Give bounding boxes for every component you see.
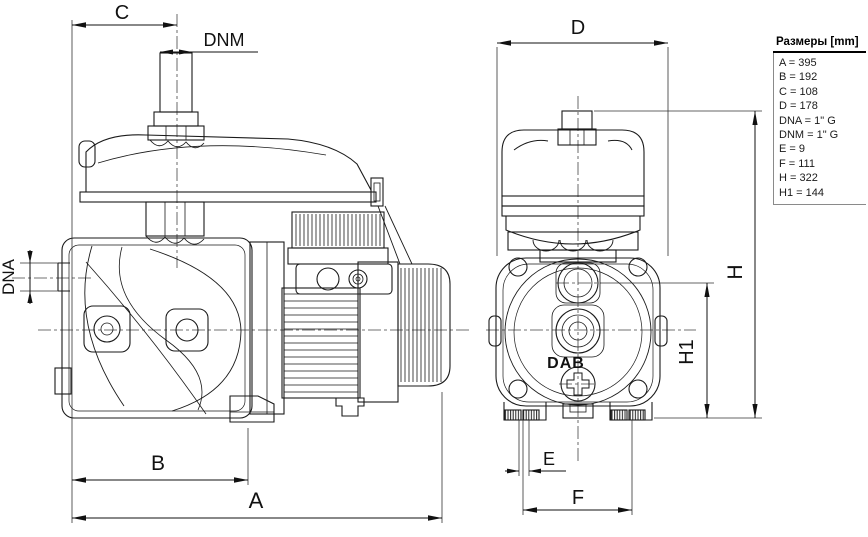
shaft-port — [555, 308, 601, 354]
corner-bolt — [508, 379, 528, 399]
dimension-row-f: F = 111 — [779, 157, 815, 170]
top-cover — [78, 134, 413, 265]
dim-label-a: A — [249, 488, 264, 513]
front-view-drawing: DAB — [488, 110, 668, 421]
pump-casing-side — [54, 237, 275, 423]
pump-foot — [229, 395, 275, 423]
dim-label-c: C — [115, 2, 129, 24]
dim-label-dna: DNA — [0, 258, 18, 295]
dimension-row-b: B = 192 — [779, 71, 818, 84]
dim-label-h: H — [724, 264, 747, 279]
side-view-drawing — [54, 52, 451, 423]
dimensions-table: Размеры [mm] A = 395 B = 192 C = 108 D =… — [773, 36, 866, 206]
motor-body — [281, 261, 399, 417]
side-tab — [654, 315, 668, 347]
dimension-row-h1: H1 = 144 — [779, 186, 824, 199]
dim-label-h1: H1 — [676, 339, 698, 365]
cable-gland — [316, 267, 340, 291]
fan-cover — [397, 263, 451, 387]
dimension-row-h: H = 322 — [779, 172, 818, 185]
discharge-pipe — [147, 52, 205, 149]
dimension-row-c: C = 108 — [779, 85, 818, 98]
fill-plug — [557, 262, 599, 304]
dimension-row-a: A = 395 — [779, 57, 817, 69]
brand-logo-text: DAB — [547, 355, 585, 372]
side-tab — [488, 315, 502, 347]
dimension-lines: C DNM DNA B A D E F H H1 — [0, 2, 762, 523]
dim-label-dnm: DNM — [204, 30, 245, 50]
centerlines — [12, 14, 696, 464]
suction-port-face — [57, 262, 70, 292]
corner-bolt — [508, 257, 528, 277]
dimension-row-dna: DNA = 1" G — [779, 114, 836, 127]
dim-label-e: E — [543, 449, 555, 469]
dimension-row-dnm: DNM = 1" G — [779, 129, 839, 142]
dimension-row-d: D = 178 — [779, 100, 818, 113]
terminal-box — [287, 211, 393, 295]
corner-bolt — [628, 257, 648, 277]
dim-label-d: D — [571, 17, 585, 39]
motor-front-silhouette — [501, 129, 645, 263]
front-port-stub — [557, 110, 597, 146]
dimension-row-e: E = 9 — [779, 143, 805, 156]
motor-foot — [335, 397, 365, 417]
dim-label-f: F — [572, 487, 584, 509]
drain-plug — [560, 366, 596, 402]
corner-bolt — [628, 379, 648, 399]
dimensions-table-body: A = 395 B = 192 C = 108 D = 178 DNA = 1"… — [773, 53, 866, 206]
dimensions-table-header: Размеры [mm] — [773, 36, 866, 53]
dim-label-b: B — [151, 452, 165, 475]
pipe-connector-block — [145, 201, 205, 245]
pump-housing-front — [488, 257, 668, 421]
